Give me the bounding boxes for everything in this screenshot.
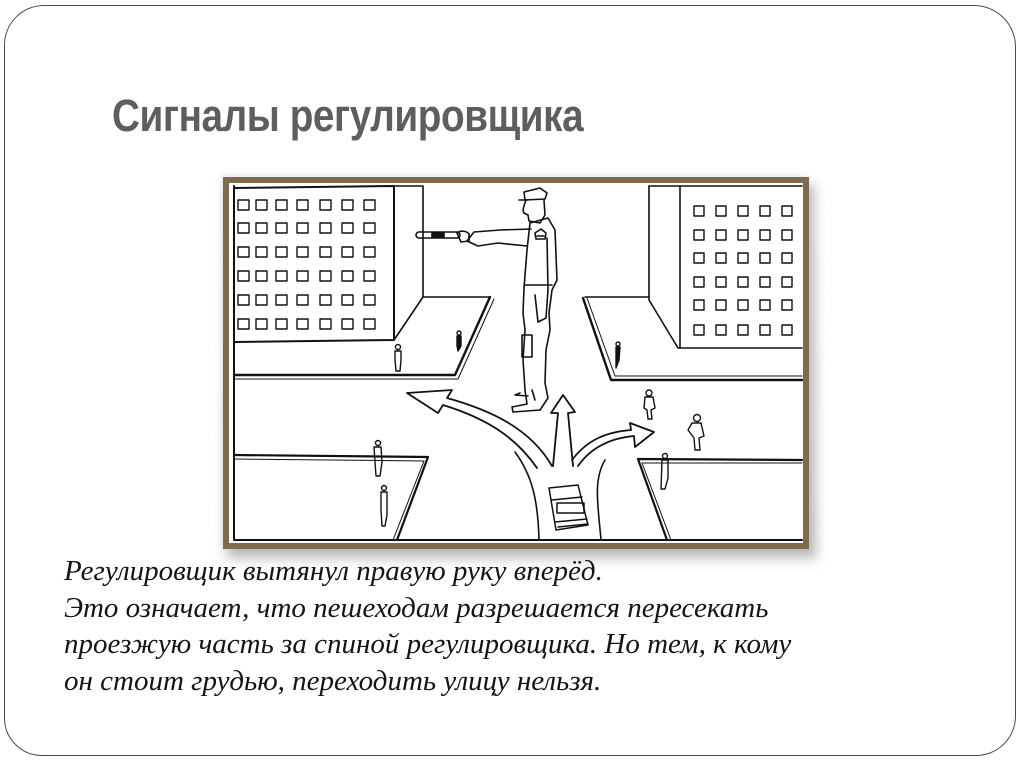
right-building <box>584 185 803 349</box>
caption-line: Это означает, что пешеходам разрешается … <box>64 591 769 624</box>
traffic-controller-illustration <box>223 177 809 549</box>
traffic-controller-figure <box>415 187 558 413</box>
slide-caption: Регулировщик вытянул правую руку вперёд.… <box>64 553 964 699</box>
right-upper-sidewalk <box>581 296 803 382</box>
right-lower-sidewalk <box>636 457 803 542</box>
pedestrian <box>394 343 402 372</box>
left-building <box>233 185 491 343</box>
intersection-drawing <box>229 183 803 543</box>
pedestrian <box>373 439 383 477</box>
caption-line: он стоит грудью, переходить улицу нельзя… <box>64 664 602 697</box>
pedestrians <box>373 330 705 527</box>
slide-title: Сигналы регулировщика <box>112 90 584 141</box>
pedestrian <box>687 413 705 451</box>
pedestrian <box>380 484 388 527</box>
pedestrian <box>643 389 656 420</box>
caption-line: Регулировщик вытянул правую руку вперёд. <box>64 555 603 587</box>
caption-line: проезжую часть за спиной регулировщика. … <box>64 628 792 660</box>
pedestrian <box>615 341 621 369</box>
left-upper-sidewalk <box>232 295 495 380</box>
direction-arrows <box>406 389 655 469</box>
pedestrian <box>660 452 669 490</box>
pedestrian <box>456 330 462 352</box>
car <box>548 484 589 531</box>
left-lower-sidewalk <box>232 453 430 542</box>
